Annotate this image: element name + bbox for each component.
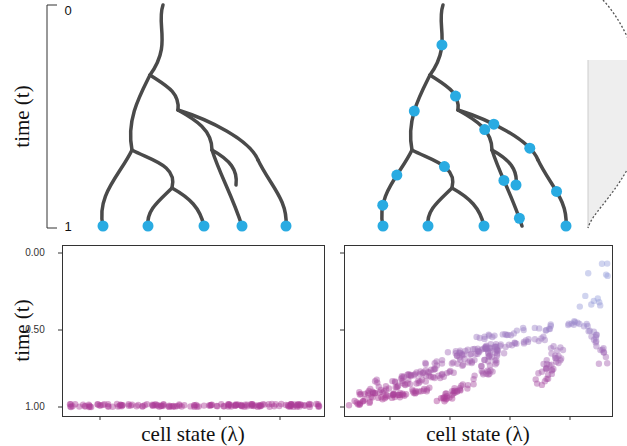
- sampled-cells: [377, 39, 571, 231]
- axis-title: time (t): [12, 85, 33, 147]
- tick-label: 0.50: [25, 325, 44, 335]
- tick-label: 1.00: [25, 402, 44, 412]
- time-bracket: [47, 5, 57, 228]
- density-fill: [588, 60, 627, 228]
- plot-frame: [345, 246, 613, 417]
- lineage-tree: [382, 5, 566, 226]
- axis-ticks: [58, 253, 570, 420]
- density-curve: [588, 0, 627, 228]
- lineage-tree: [102, 5, 286, 226]
- sampled-cells: [98, 221, 292, 232]
- scatter-points: [67, 260, 611, 410]
- plot-frame: [63, 246, 325, 417]
- tick-label: 0.00: [25, 248, 44, 258]
- density-edge: [588, 60, 589, 228]
- tick-label: 1: [64, 220, 71, 233]
- axis-title: cell state (λ): [141, 424, 244, 445]
- tick-label: 0: [64, 4, 71, 17]
- axis-title: cell state (λ): [426, 424, 529, 445]
